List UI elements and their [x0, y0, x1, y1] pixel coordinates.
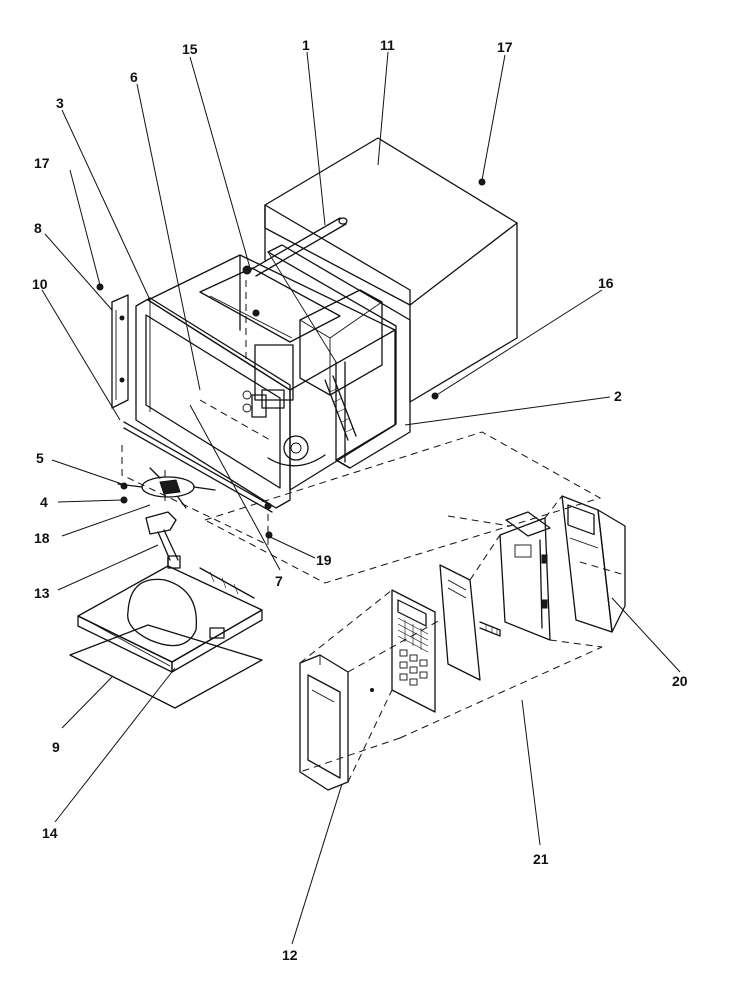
callout-9: 9	[52, 739, 60, 755]
callout-12: 12	[282, 947, 298, 963]
callout-15: 15	[182, 41, 198, 57]
membrane-panel	[439, 564, 501, 681]
callout-labels: 1 11 17 15 6 3 17 8 10 16 2 5 4 18 19 7 …	[32, 37, 688, 963]
callout-7: 7	[275, 573, 283, 589]
upper-dashed-guides	[121, 280, 602, 584]
keypad-panel	[370, 589, 436, 713]
top-rod	[242, 217, 348, 277]
callout-21: 21	[533, 851, 549, 867]
bottom-plate	[69, 624, 263, 709]
callout-2: 2	[614, 388, 622, 404]
callout-6: 6	[130, 69, 138, 85]
callout-19: 19	[316, 552, 332, 568]
screws	[96, 178, 486, 539]
control-dashed-envelope	[299, 495, 603, 783]
callout-13: 13	[34, 585, 50, 601]
callout-1: 1	[302, 37, 310, 53]
rear-choke-frame	[267, 244, 411, 469]
oven-cavity	[147, 254, 396, 491]
hinge-bar	[111, 294, 129, 409]
callout-4: 4	[40, 494, 48, 510]
stirrer-fan	[117, 467, 216, 509]
callout-3: 3	[56, 95, 64, 111]
callout-8: 8	[34, 220, 42, 236]
leader-lines	[41, 51, 681, 945]
callout-10: 10	[32, 276, 48, 292]
callout-17-left: 17	[34, 155, 50, 171]
callout-20: 20	[672, 673, 688, 689]
control-bracket	[561, 495, 626, 633]
bottom-tray	[77, 557, 263, 673]
callout-17-top: 17	[497, 39, 513, 55]
front-frame	[135, 297, 291, 509]
callout-18: 18	[34, 530, 50, 546]
outer-cabinet	[264, 137, 518, 403]
callout-11: 11	[380, 37, 395, 53]
callout-14: 14	[42, 825, 58, 841]
stirrer-motor	[145, 511, 181, 569]
bottom-strip	[123, 421, 273, 513]
callout-16: 16	[598, 275, 614, 291]
callout-5: 5	[36, 450, 44, 466]
